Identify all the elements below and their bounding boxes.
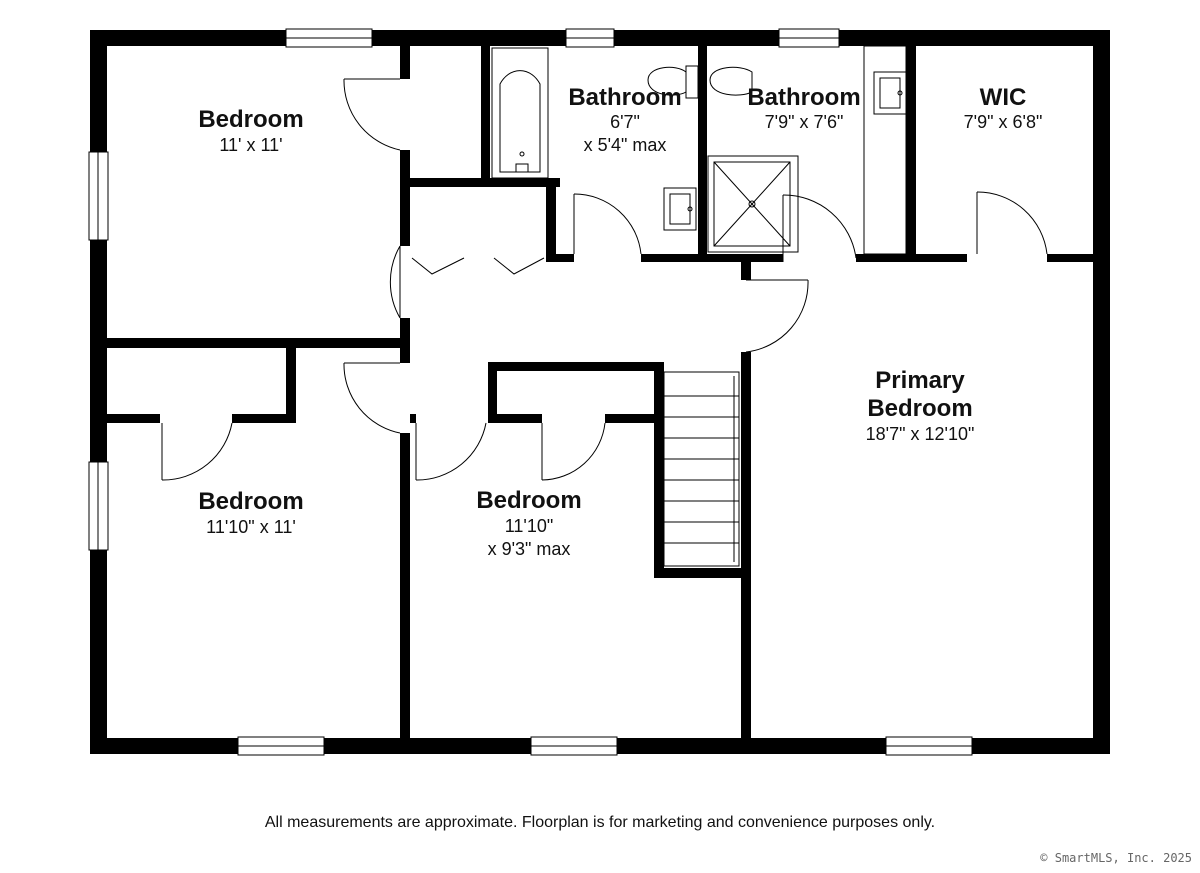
sink-icon <box>663 187 697 231</box>
doors <box>161 78 1048 481</box>
room-name: Bedroom <box>198 488 303 515</box>
room-name-line2: Bedroom <box>867 395 972 422</box>
room-dimensions: 6'7" <box>610 112 640 132</box>
room-name-line1: Primary <box>875 367 965 394</box>
shower-icon <box>707 155 799 253</box>
floorplan: Bedroom 11' x 11' Bathroom 6'7" x 5'4" m… <box>88 28 1110 756</box>
room-label-primary-bedroom: Primary Bedroom 18'7" x 12'10" <box>866 367 975 444</box>
room-dimensions: 18'7" x 12'10" <box>866 424 975 444</box>
bathtub-icon <box>491 47 549 179</box>
windows <box>88 28 973 756</box>
room-dimensions-max: x 5'4" max <box>584 135 667 155</box>
room-name: Bedroom <box>476 487 581 514</box>
room-dimensions: 11'10" x 11' <box>206 517 296 537</box>
room-name: Bedroom <box>198 106 303 133</box>
interior-walls <box>107 46 1093 738</box>
room-label-bedroom-s: Bedroom 11'10" x 9'3" max <box>476 487 581 559</box>
room-dimensions-max: x 9'3" max <box>488 539 571 559</box>
room-label-bedroom-nw: Bedroom 11' x 11' <box>198 106 303 155</box>
copyright-text: © SmartMLS, Inc. 2025 <box>1040 851 1192 865</box>
room-dimensions: 7'9" x 7'6" <box>765 112 844 132</box>
room-label-bedroom-sw: Bedroom 11'10" x 11' <box>198 488 303 537</box>
disclaimer-text: All measurements are approximate. Floorp… <box>264 814 936 831</box>
toilet-icon <box>647 65 699 99</box>
room-dimensions: 11' x 11' <box>219 135 282 155</box>
room-label-bathroom-1: Bathroom 6'7" x 5'4" max <box>568 84 681 155</box>
room-name: Bathroom <box>747 84 860 111</box>
stairs <box>663 371 740 567</box>
room-dimensions: 7'9" x 6'8" <box>964 112 1043 132</box>
vanity-icon <box>863 45 907 255</box>
room-dimensions: 11'10" <box>505 516 554 536</box>
room-label-bathroom-2: Bathroom 7'9" x 7'6" <box>747 84 860 132</box>
toilet-icon-2 <box>709 66 753 96</box>
fixtures <box>491 45 907 255</box>
room-label-wic: WIC 7'9" x 6'8" <box>964 84 1043 132</box>
room-name: Bathroom <box>568 84 681 111</box>
room-name: WIC <box>980 84 1027 111</box>
